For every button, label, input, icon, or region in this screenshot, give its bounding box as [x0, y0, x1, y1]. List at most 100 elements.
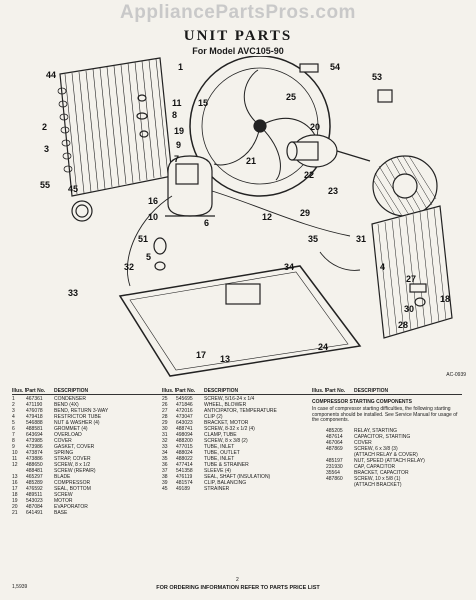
page-number: 2 [236, 577, 239, 583]
header-illus-no: Illus. No. [12, 388, 26, 394]
callout: 45 [68, 184, 78, 194]
header-illus-no: Illus. No. [162, 388, 176, 394]
callout: 55 [40, 180, 50, 190]
callout: 44 [46, 70, 56, 80]
exploded-parts-diagram: 44 1 54 2 15 25 53 3 11 8 19 9 7 20 21 2… [40, 56, 453, 377]
table-header: Illus. No. Part No. DESCRIPTION [12, 388, 162, 395]
section-title: COMPRESSOR STARTING COMPONENTS [312, 399, 412, 405]
callout: 8 [172, 110, 177, 120]
table-header: Illus. No. Part No. DESCRIPTION [162, 388, 312, 395]
callout: 19 [174, 126, 184, 136]
watermark: AppliancePartsPros.com [120, 2, 356, 23]
model-line: For Model AVC105-90 [0, 46, 476, 56]
callout: 28 [398, 320, 408, 330]
callout: 5 [146, 252, 151, 262]
callout: 4 [380, 262, 385, 272]
callout: 12 [262, 212, 272, 222]
callout: 16 [148, 196, 158, 206]
callout: 27 [406, 274, 416, 284]
diagram-ref-code: AC-0939 [446, 372, 466, 378]
callout: 32 [124, 262, 134, 272]
callout: 7 [174, 154, 179, 164]
callout: 20 [310, 122, 320, 132]
header-illus-no: Illus. No. [312, 388, 326, 394]
callout: 2 [42, 122, 47, 132]
literature-code: 1,5939 [12, 584, 28, 590]
page-title: UNIT PARTS [183, 28, 293, 44]
callout: 11 [172, 98, 182, 108]
callout: 31 [356, 234, 366, 244]
parts-table-col1: Illus. No. Part No. DESCRIPTION 1467361C… [12, 388, 162, 516]
callout: 22 [304, 170, 314, 180]
header-part-no: Part No. [176, 388, 196, 394]
table-header: Illus. No. Part No. DESCRIPTION [312, 388, 462, 395]
callout: 3 [44, 144, 49, 154]
callout: 17 [196, 350, 206, 360]
callout: 18 [440, 294, 450, 304]
callout: 54 [330, 62, 340, 72]
callout: 29 [300, 208, 310, 218]
callout: 51 [138, 234, 148, 244]
callout: 9 [176, 140, 181, 150]
callout: 6 [204, 218, 209, 228]
model-prefix: For Model [192, 46, 236, 56]
callout: 53 [372, 72, 382, 82]
callout: 15 [198, 98, 208, 108]
callout: 23 [328, 186, 338, 196]
callout: 33 [68, 288, 78, 298]
ordering-footer: FOR ORDERING INFORMATION REFER TO PARTS … [156, 585, 320, 591]
parts-table-col2: Illus. No. Part No. DESCRIPTION 25545695… [162, 388, 312, 492]
header-part-no: Part No. [326, 388, 346, 394]
table-row: (ATTACH RELAY & COVER) [354, 451, 418, 458]
parts-table-col3: Illus. No. Part No. DESCRIPTION COMPRESS… [312, 388, 462, 488]
header-description: DESCRIPTION [204, 388, 239, 394]
callout: 24 [318, 342, 328, 352]
callout: 21 [246, 156, 256, 166]
model-number: AVC105-90 [237, 46, 284, 56]
callout: 34 [284, 262, 294, 272]
callout: 13 [220, 354, 230, 364]
